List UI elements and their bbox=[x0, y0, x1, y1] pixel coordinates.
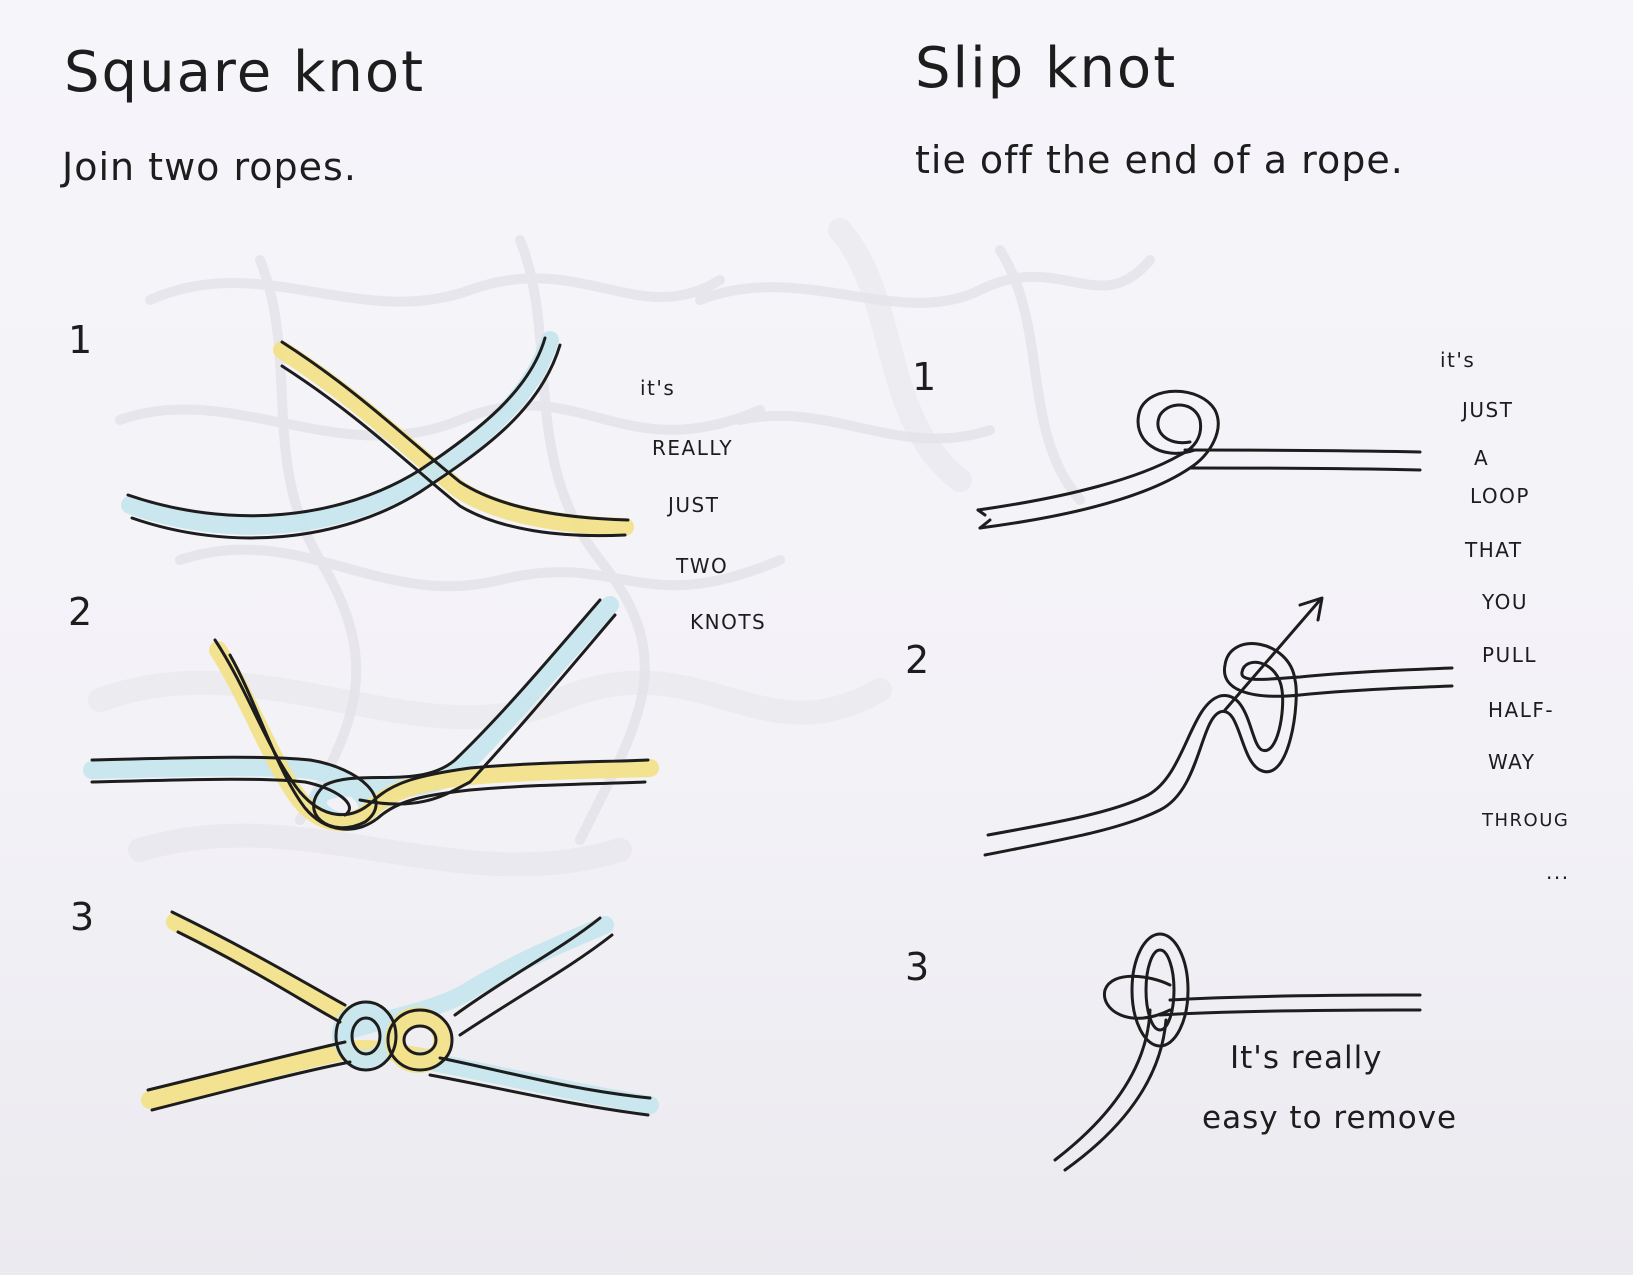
slip-knot-note-line: PULL bbox=[1482, 643, 1537, 667]
square-knot-step-3-number: 3 bbox=[70, 895, 95, 939]
remove-note-line: easy to remove bbox=[1202, 1100, 1458, 1136]
slip-knot-note-line: THAT bbox=[1465, 538, 1523, 562]
square-knot-note-line: KNOTS bbox=[690, 610, 767, 634]
square-knot-note-line: it's bbox=[640, 376, 676, 400]
slip-knot-note-line: ... bbox=[1546, 860, 1570, 884]
slip-knot-note-line: YOU bbox=[1482, 590, 1529, 614]
square-knot-step-1-number: 1 bbox=[68, 318, 93, 362]
slip-knot-note-line: LOOP bbox=[1470, 484, 1530, 508]
slip-knot-step-3-drawing bbox=[1053, 932, 1422, 1172]
square-knot-note-line: REALLY bbox=[652, 436, 734, 460]
square-knot-step-2-number: 2 bbox=[68, 590, 93, 634]
square-knot-step-3-drawing bbox=[141, 910, 659, 1117]
slip-knot-step-2-number: 2 bbox=[905, 638, 930, 682]
slip-knot-note-line: JUST bbox=[1462, 398, 1514, 422]
slip-knot-note-line: it's bbox=[1440, 348, 1476, 372]
slip-knot-note-line: THROUG bbox=[1482, 810, 1570, 831]
slip-knot-subtitle: tie off the end of a rope. bbox=[915, 138, 1404, 182]
square-knot-step-1-drawing bbox=[121, 331, 634, 540]
slip-knot-note-line: WAY bbox=[1488, 750, 1536, 774]
remove-note-line: It's really bbox=[1230, 1040, 1383, 1076]
slip-knot-note-line: A bbox=[1474, 446, 1490, 470]
slip-knot-step-2-drawing bbox=[983, 596, 1454, 857]
square-knot-title: Square knot bbox=[64, 40, 426, 105]
slip-knot-step-3-number: 3 bbox=[905, 945, 930, 989]
square-knot-note-line: JUST bbox=[668, 493, 720, 517]
square-knot-step-2-drawing bbox=[83, 596, 659, 832]
slip-knot-title: Slip knot bbox=[915, 36, 1178, 101]
square-knot-subtitle: Join two ropes. bbox=[62, 145, 357, 189]
slip-knot-note-line: HALF- bbox=[1488, 698, 1555, 722]
square-knot-note-line: TWO bbox=[676, 554, 729, 578]
slip-knot-step-1-number: 1 bbox=[912, 355, 937, 399]
slip-knot-step-1-drawing bbox=[976, 389, 1422, 530]
